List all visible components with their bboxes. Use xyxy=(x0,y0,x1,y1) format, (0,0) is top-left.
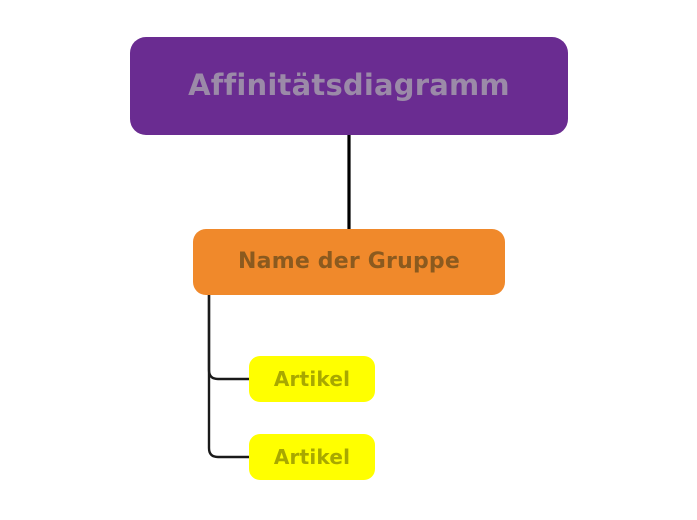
node-group-label: Name der Gruppe xyxy=(238,248,460,274)
edge-group-to-item-1 xyxy=(207,295,249,459)
node-item-0-label: Artikel xyxy=(273,367,351,391)
edge-group-to-item-0 xyxy=(207,295,249,381)
node-item-0[interactable]: Artikel xyxy=(249,356,375,402)
node-group-name[interactable]: Name der Gruppe xyxy=(193,229,505,295)
node-root-affinitaetsdiagramm[interactable]: Affinitätsdiagramm xyxy=(130,37,568,135)
node-item-1[interactable]: Artikel xyxy=(249,434,375,480)
node-item-1-label: Artikel xyxy=(273,445,351,469)
node-root-label: Affinitätsdiagramm xyxy=(188,68,510,103)
